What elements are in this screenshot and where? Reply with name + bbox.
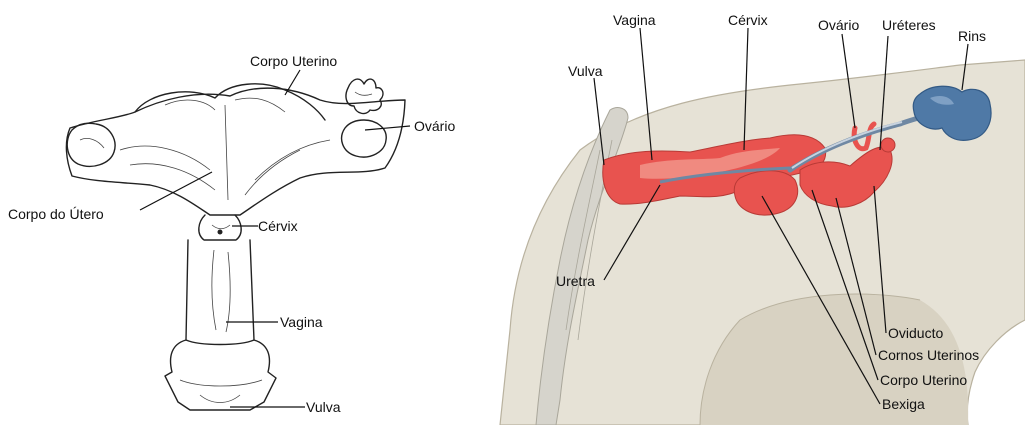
label-oviducto: Oviducto <box>888 325 943 341</box>
left-ovary <box>67 123 115 166</box>
left-diagram <box>66 79 405 410</box>
label-ovario-left: Ovário <box>414 118 455 134</box>
bladder <box>734 171 797 215</box>
label-corpo-do-utero-left: Corpo do Útero <box>8 206 104 222</box>
label-ureteres: Uréteres <box>882 17 936 33</box>
vagina-tube <box>186 240 254 340</box>
label-ovario-right: Ovário <box>818 17 859 33</box>
ovary-right <box>881 138 895 152</box>
label-bexiga: Bexiga <box>882 396 925 412</box>
cervix-shape <box>199 215 241 240</box>
left-labels: Corpo Uterino Ovário Corpo do Útero Cérv… <box>8 53 455 415</box>
uterine-body-top <box>135 84 325 120</box>
label-uretra: Uretra <box>556 273 595 289</box>
label-cervix-right: Cérvix <box>728 12 768 28</box>
label-rins: Rins <box>958 28 986 44</box>
label-corpo-uterino-left: Corpo Uterino <box>250 53 337 69</box>
label-vulva-left: Vulva <box>306 399 341 415</box>
label-vagina-left: Vagina <box>280 314 323 330</box>
vulva-base <box>165 340 276 410</box>
label-cornos-uterinos: Cornos Uterinos <box>878 347 979 363</box>
right-diagram <box>500 60 1025 425</box>
label-cervix-left: Cérvix <box>258 218 298 234</box>
label-vagina-right: Vagina <box>613 12 656 28</box>
right-fimbriae <box>346 79 383 113</box>
label-vulva-right: Vulva <box>568 63 603 79</box>
right-ovary <box>342 120 387 157</box>
label-corpo-uterino-right: Corpo Uterino <box>880 372 967 388</box>
